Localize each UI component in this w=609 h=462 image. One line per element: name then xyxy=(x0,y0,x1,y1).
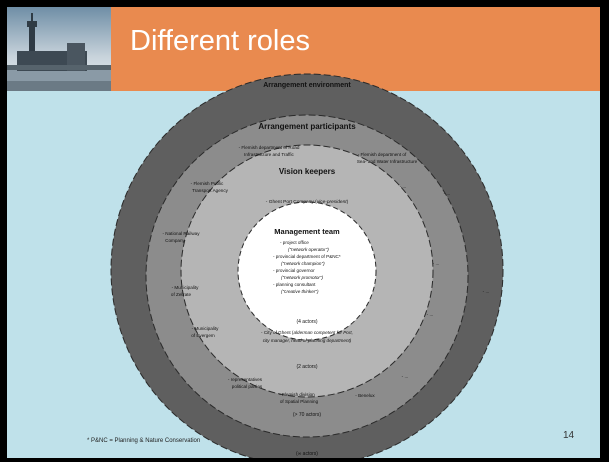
footnote: * P&NC = Planning & Nature Conservation xyxy=(87,438,201,444)
slide: Different roles Arrangement environment … xyxy=(7,7,600,458)
participant-item: of Zelzate xyxy=(171,292,192,297)
vision-keepers-heading: Vision keepers xyxy=(279,167,336,176)
page-number: 14 xyxy=(563,430,575,441)
participant-item: - Flemish department of Road xyxy=(239,145,300,150)
participant-item: - Flemish department of xyxy=(358,152,407,157)
management-item: ("network promotor") xyxy=(281,275,324,280)
environment-count: (∞ actors) xyxy=(296,451,318,457)
management-item: - provincial department of P&NC* xyxy=(273,254,341,259)
management-item: - provincial governor xyxy=(273,268,315,273)
management-item: - planning consultant xyxy=(273,282,316,287)
participant-item: Company xyxy=(165,238,185,243)
participant-item: - ... xyxy=(483,289,490,294)
participant-item: - ... xyxy=(444,191,451,196)
participant-item: - Municipality xyxy=(172,285,200,290)
participant-item: - Flemish Public xyxy=(191,181,224,186)
title-bar: Different roles xyxy=(7,7,600,91)
participant-item: - ... xyxy=(402,374,409,379)
environment-heading: Arrangement environment xyxy=(263,82,351,89)
participant-item: - ... xyxy=(400,184,407,189)
management-item: ("network champion") xyxy=(281,261,325,266)
vision-keepers-count: (2 actors) xyxy=(296,364,317,370)
participant-item: of Evergem xyxy=(191,333,215,338)
participants-heading: Arrangement participants xyxy=(258,122,356,131)
slide-title: Different roles xyxy=(130,25,310,57)
participant-item: political parties xyxy=(232,384,263,389)
ring-management-team xyxy=(237,201,377,341)
participant-item: - National Railway xyxy=(162,231,200,236)
participant-item: - Municipality xyxy=(192,326,220,331)
participant-item: Sea- and Water Infrastructure xyxy=(357,159,418,164)
participant-item: - Benelux xyxy=(355,393,375,398)
participant-item: of Spatial Planning xyxy=(280,399,319,404)
vision-keeper-item: city manager, head of planning departmen… xyxy=(263,338,352,343)
harbour-photo xyxy=(7,7,111,91)
management-item: - project office xyxy=(280,240,309,245)
participant-item: - ... xyxy=(433,261,440,266)
management-count: (4 actors) xyxy=(296,319,317,325)
roles-diagram: Arrangement environment Arrangement part… xyxy=(110,73,504,458)
vision-keeper-item: - Ghent Port Company (vice-president) xyxy=(266,199,349,205)
management-item: ("network operator") xyxy=(288,247,329,252)
management-heading: Management team xyxy=(274,227,340,236)
participant-item: - ... xyxy=(427,312,434,317)
management-item: ("creative thinker") xyxy=(281,289,319,294)
participant-item: Infrastructure and Traffic xyxy=(244,152,294,157)
participants-count: (> 70 actors) xyxy=(293,412,322,418)
participant-item: Transport Agency xyxy=(192,188,229,193)
participant-item: - representatives xyxy=(228,377,263,382)
vision-keeper-item: - City of Ghent (alderman competent for … xyxy=(261,330,353,335)
participant-item: - Flemish division xyxy=(279,392,315,397)
